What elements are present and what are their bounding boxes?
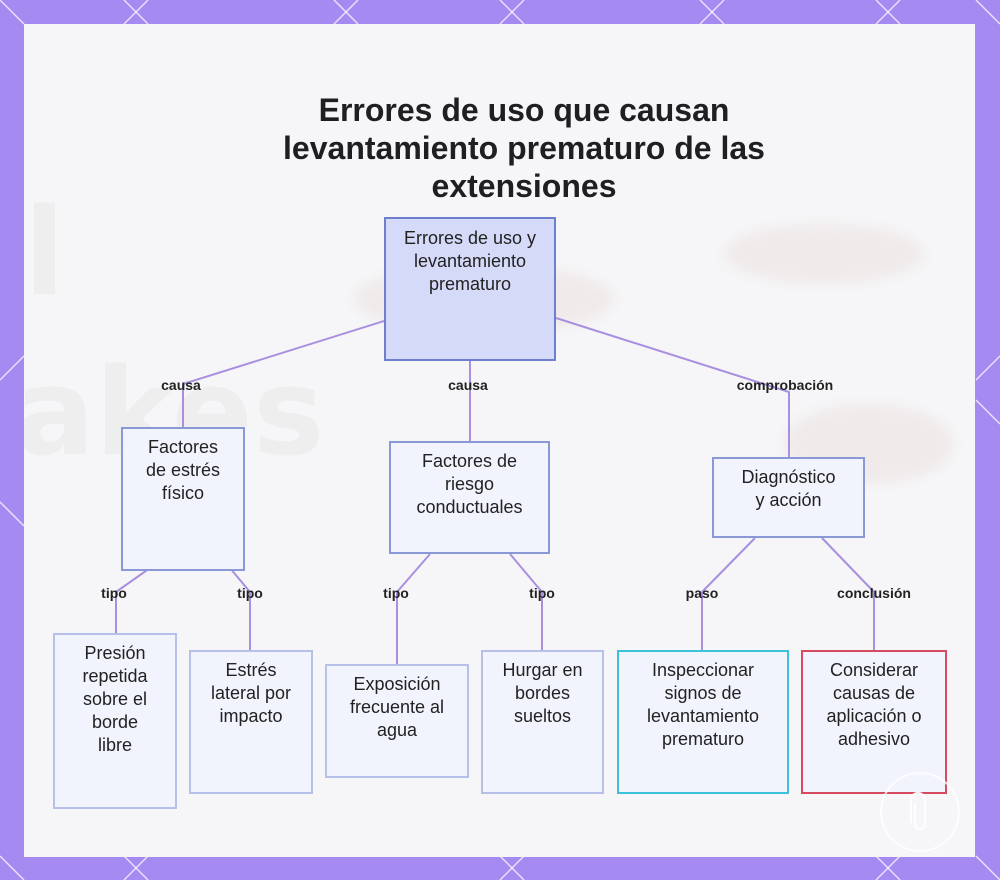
node-diagnostico-accion: Diagnóstico y acción — [712, 457, 865, 538]
title-line: levantamiento prematuro de las — [283, 130, 765, 166]
edge-diagnostico-considerar — [821, 537, 875, 650]
node-label: Presión repetida sobre el borde libre — [82, 643, 148, 755]
edge-root-fisico — [182, 320, 385, 427]
edge-diagnostico-inspeccionar — [701, 537, 756, 650]
node-root: Errores de uso y levantamiento prematuro — [384, 217, 556, 361]
edge-label-tipo: tipo — [237, 585, 263, 601]
node-label: Errores de uso y levantamiento prematuro — [403, 228, 537, 294]
edge-label-paso: paso — [685, 585, 719, 601]
node-presion-repetida: Presión repetida sobre el borde libre — [53, 633, 177, 809]
node-label: Estrés lateral por impacto — [210, 660, 292, 726]
paperclip-icon — [880, 772, 960, 852]
node-label: Considerar causas de aplicación o adhesi… — [826, 660, 922, 749]
node-exposicion-agua: Exposición frecuente al agua — [325, 664, 469, 778]
node-inspeccionar-signos: Inspeccionar signos de levantamiento pre… — [617, 650, 789, 794]
edge-label-conclusion: conclusión — [837, 585, 911, 601]
edge-conductual-hurgar — [509, 553, 543, 650]
title-line: extensiones — [431, 168, 617, 204]
edge-layer — [115, 317, 875, 664]
node-factores-estres-fisico: Factores de estrés físico — [121, 427, 245, 571]
node-label: Diagnóstico y acción — [741, 467, 836, 510]
edge-fisico-presion — [115, 567, 151, 633]
edge-label-tipo: tipo — [383, 585, 409, 601]
diagram-canvas: l akes Errores de uso que causan levanta… — [24, 24, 975, 857]
edge-conductual-exposicion — [396, 553, 431, 664]
node-label: Exposición frecuente al agua — [349, 674, 445, 740]
node-label: Factores de estrés físico — [145, 437, 221, 503]
background-watermark: l — [24, 184, 66, 323]
node-label: Inspeccionar signos de levantamiento pre… — [646, 660, 760, 749]
edge-fisico-estres — [229, 567, 251, 650]
background-blob — [724, 224, 924, 284]
node-factores-riesgo-conductuales: Factores de riesgo conductuales — [389, 441, 550, 554]
edge-label-comprobacion: comprobación — [736, 377, 834, 393]
page-title: Errores de uso que causan levantamiento … — [234, 91, 814, 205]
node-label: Factores de riesgo conductuales — [416, 451, 523, 517]
edge-label-causa: causa — [448, 377, 488, 393]
node-hurgar-bordes: Hurgar en bordes sueltos — [481, 650, 604, 794]
node-label: Hurgar en bordes sueltos — [502, 660, 583, 726]
node-estres-lateral: Estrés lateral por impacto — [189, 650, 313, 794]
edge-label-causa: causa — [161, 377, 201, 393]
edge-label-tipo: tipo — [529, 585, 555, 601]
node-considerar-causas: Considerar causas de aplicación o adhesi… — [801, 650, 947, 794]
title-line: Errores de uso que causan — [318, 92, 730, 128]
edge-root-diagnostico — [555, 317, 790, 457]
edge-label-tipo: tipo — [101, 585, 127, 601]
